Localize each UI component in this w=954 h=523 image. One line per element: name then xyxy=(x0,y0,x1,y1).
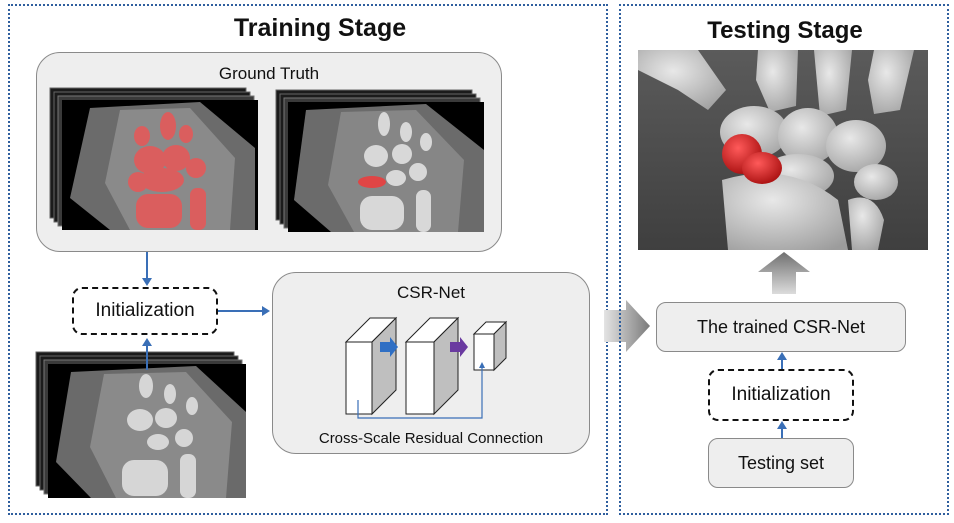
arrow-testset-to-init xyxy=(777,421,787,439)
segmentation-overlay xyxy=(128,112,206,230)
input-ct-stack xyxy=(35,351,246,498)
testing-stage-title: Testing Stage xyxy=(707,17,863,44)
feature-arrow-1 xyxy=(380,337,398,357)
arrow-init-to-trained xyxy=(777,352,787,370)
training-stage-title: Training Stage xyxy=(233,14,407,42)
segmentation-overlay-small xyxy=(358,176,386,188)
bone-outlines xyxy=(360,112,432,232)
arrow-init-to-csrnet xyxy=(218,306,270,316)
training-stage-panel xyxy=(8,4,608,515)
segmented-bone-3d xyxy=(722,134,782,184)
training-initialization-box: Initialization xyxy=(72,287,218,335)
3d-wrist-render xyxy=(638,50,928,250)
ground-truth-ct-stack-1 xyxy=(49,87,258,230)
csrnet-label: CSR-Net xyxy=(396,283,465,302)
testing-set-box: Testing set xyxy=(708,438,854,488)
result-arrow xyxy=(758,252,810,294)
residual-connection-label: Cross-Scale Residual Connection xyxy=(318,430,544,447)
arrow-gt-to-init xyxy=(142,252,152,286)
feature-arrow-2 xyxy=(450,337,468,357)
ground-truth-ct-stack-2 xyxy=(275,89,484,232)
testing-initialization-box: Initialization xyxy=(708,369,854,421)
transfer-arrow xyxy=(604,300,650,352)
csrnet-architecture xyxy=(344,316,508,419)
ground-truth-label: Ground Truth xyxy=(218,64,320,83)
trained-csrnet-box: The trained CSR-Net xyxy=(656,302,906,352)
testing-stage-panel xyxy=(619,4,949,515)
arrow-input-to-init xyxy=(142,338,152,370)
